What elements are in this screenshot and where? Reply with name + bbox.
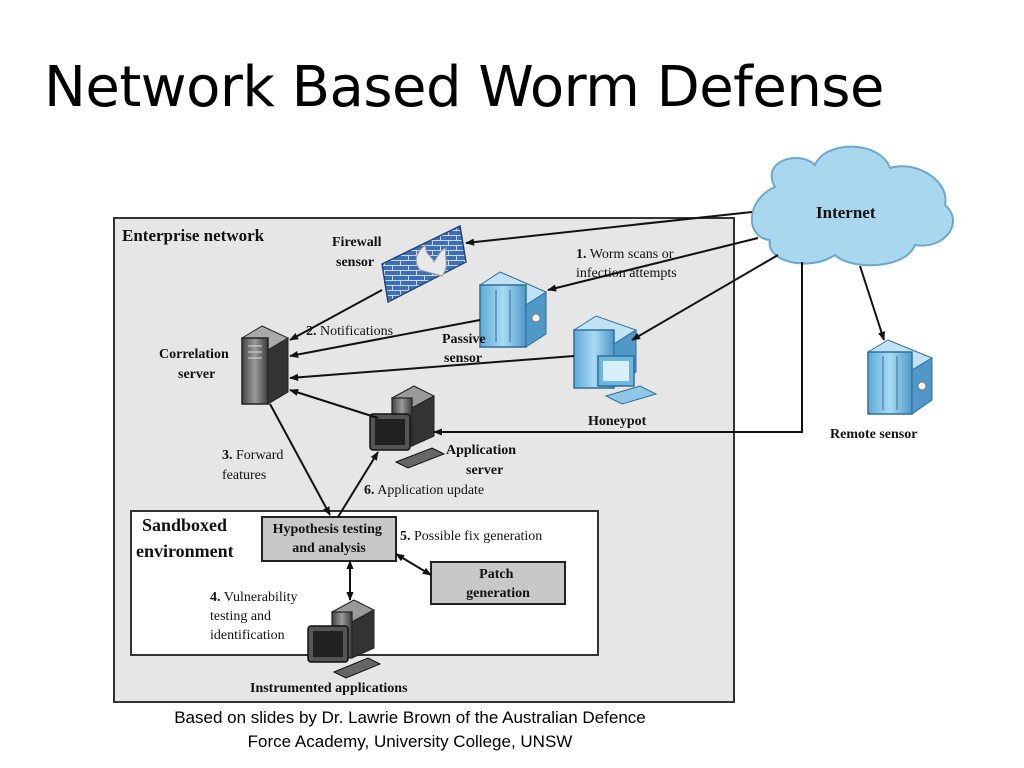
internet-cloud-icon — [750, 145, 955, 267]
arrow-internet-to-remote-sensor — [859, 265, 885, 341]
application-server-label: Application server — [446, 443, 520, 478]
arrow-internet-to-passive-sensor — [547, 237, 759, 292]
remote-sensor-icon — [866, 339, 934, 415]
arrow-app-server-to-correlation — [289, 389, 379, 419]
step6-label: 6. Application update — [364, 483, 484, 498]
step2-label: 2. Notifications — [306, 324, 393, 339]
arrow-firewall-to-correlation — [289, 289, 383, 341]
correlation-server-label: Correlation server — [159, 347, 232, 382]
firewall-sensor-label: Firewall sensor — [332, 235, 385, 270]
application-server-icon — [369, 385, 446, 469]
honeypot-icon — [572, 315, 658, 405]
correlation-server-icon — [240, 325, 290, 405]
arrow-internet-to-firewall — [465, 211, 753, 246]
step3-label: 3. Forward features — [222, 448, 287, 483]
footer-line-1: Based on slides by Dr. Lawrie Brown of t… — [174, 708, 646, 727]
sandbox-label: Sandboxed environment — [136, 515, 234, 561]
arrow-honeypot-to-correlation — [289, 355, 575, 381]
patch-generation-box — [430, 561, 566, 605]
connectors — [269, 211, 885, 601]
firewall-sensor-icon — [381, 224, 467, 304]
instrumented-applications-label: Instrumented applications — [250, 681, 408, 696]
arrow-internet-to-honeypot — [631, 254, 779, 341]
arrow-hypothesis-patch — [395, 553, 432, 576]
arrow-hypothesis-to-app-server — [337, 451, 379, 518]
patch-generation-label: Patch generation — [466, 567, 530, 601]
arrow-passive-to-correlation — [289, 319, 481, 359]
enterprise-network-label: Enterprise network — [122, 226, 265, 245]
step5-label: 5. Possible fix generation — [400, 529, 542, 544]
internet-label: Internet — [816, 203, 876, 222]
slide-title: Network Based Worm Defense — [44, 55, 884, 120]
footer-line-2: Force Academy, University College, UNSW — [247, 732, 573, 751]
hypothesis-label: Hypothesis testing and analysis — [273, 522, 386, 556]
line-internet-to-app-server — [433, 262, 803, 436]
remote-sensor-label: Remote sensor — [830, 427, 917, 442]
hypothesis-box — [261, 516, 397, 562]
step4-label: 4. Vulnerability testing and identificat… — [210, 590, 301, 643]
passive-sensor-icon — [478, 271, 548, 348]
slide-footer: Based on slides by Dr. Lawrie Brown of t… — [130, 706, 690, 754]
passive-sensor-label: Passive sensor — [442, 332, 489, 366]
honeypot-label: Honeypot — [588, 414, 647, 429]
arrow-correlation-to-hypothesis — [269, 403, 331, 516]
instrumented-applications-icon — [307, 599, 382, 679]
